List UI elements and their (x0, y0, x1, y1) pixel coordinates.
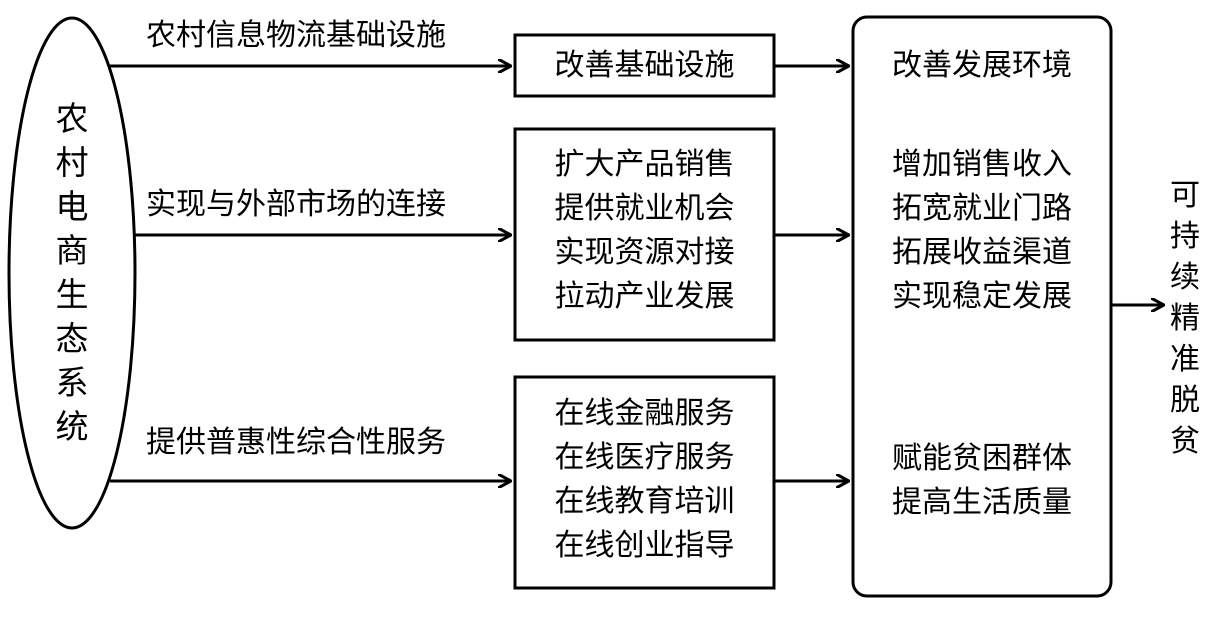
label-market-connection: 实现与外部市场的连接 (146, 187, 446, 222)
ecosystem-char: 村 (55, 143, 89, 182)
box3-line: 在线创业指导 (554, 528, 735, 563)
box2-line: 提供就业机会 (554, 191, 735, 226)
box3-line: 在线金融服务 (554, 396, 735, 431)
box1-text: 改善基础设施 (515, 44, 774, 88)
right-group2-text: 增加销售收入 拓宽就业门路 拓展收益渠道 实现稳定发展 (853, 143, 1111, 319)
box2-line: 拉动产业发展 (554, 279, 735, 314)
outcome-char: 精 (1170, 301, 1200, 336)
right-group1-text: 改善发展环境 (853, 44, 1111, 88)
ecosystem-char: 电 (55, 187, 89, 226)
outcome-title: 可 持 续 精 准 脱 贫 (1165, 175, 1205, 462)
right-group2-line: 拓展收益渠道 (892, 235, 1072, 270)
right-group3-line: 赋能贫困群体 (892, 441, 1072, 476)
outcome-char: 准 (1170, 342, 1200, 377)
right-group2-line: 实现稳定发展 (892, 279, 1072, 314)
outcome-char: 贫 (1170, 424, 1200, 459)
box3-line: 在线教育培训 (554, 484, 735, 519)
right-group3-line: 提高生活质量 (892, 485, 1072, 520)
right-group3-text: 赋能贫困群体 提高生活质量 (853, 437, 1111, 525)
outcome-char: 续 (1170, 260, 1200, 295)
outcome-char: 脱 (1170, 383, 1200, 418)
box3-line: 在线医疗服务 (554, 440, 735, 475)
box3-text: 在线金融服务 在线医疗服务 在线教育培训 在线创业指导 (515, 392, 774, 568)
ecosystem-ellipse (7, 16, 137, 530)
label-infrastructure: 农村信息物流基础设施 (146, 18, 446, 53)
right-group1-line: 改善发展环境 (892, 48, 1072, 83)
box2-line: 扩大产品销售 (554, 147, 735, 182)
right-group2-line: 拓宽就业门路 (892, 191, 1072, 226)
outcome-char: 可 (1170, 178, 1200, 213)
ecosystem-char: 统 (55, 407, 89, 446)
box2-text: 扩大产品销售 提供就业机会 实现资源对接 拉动产业发展 (515, 143, 774, 319)
ecosystem-char: 农 (55, 99, 89, 138)
ecosystem-char: 生 (55, 275, 89, 314)
box1-line: 改善基础设施 (554, 48, 735, 83)
ecosystem-char: 系 (55, 363, 89, 402)
ecosystem-char: 商 (55, 231, 89, 270)
box2-line: 实现资源对接 (554, 235, 735, 270)
outcome-char: 持 (1170, 219, 1200, 254)
ecosystem-char: 态 (55, 319, 89, 358)
label-inclusive-services: 提供普惠性综合性服务 (146, 425, 446, 460)
ecosystem-title: 农 村 电 商 生 态 系 统 (52, 97, 92, 449)
right-group2-line: 增加销售收入 (892, 147, 1072, 182)
